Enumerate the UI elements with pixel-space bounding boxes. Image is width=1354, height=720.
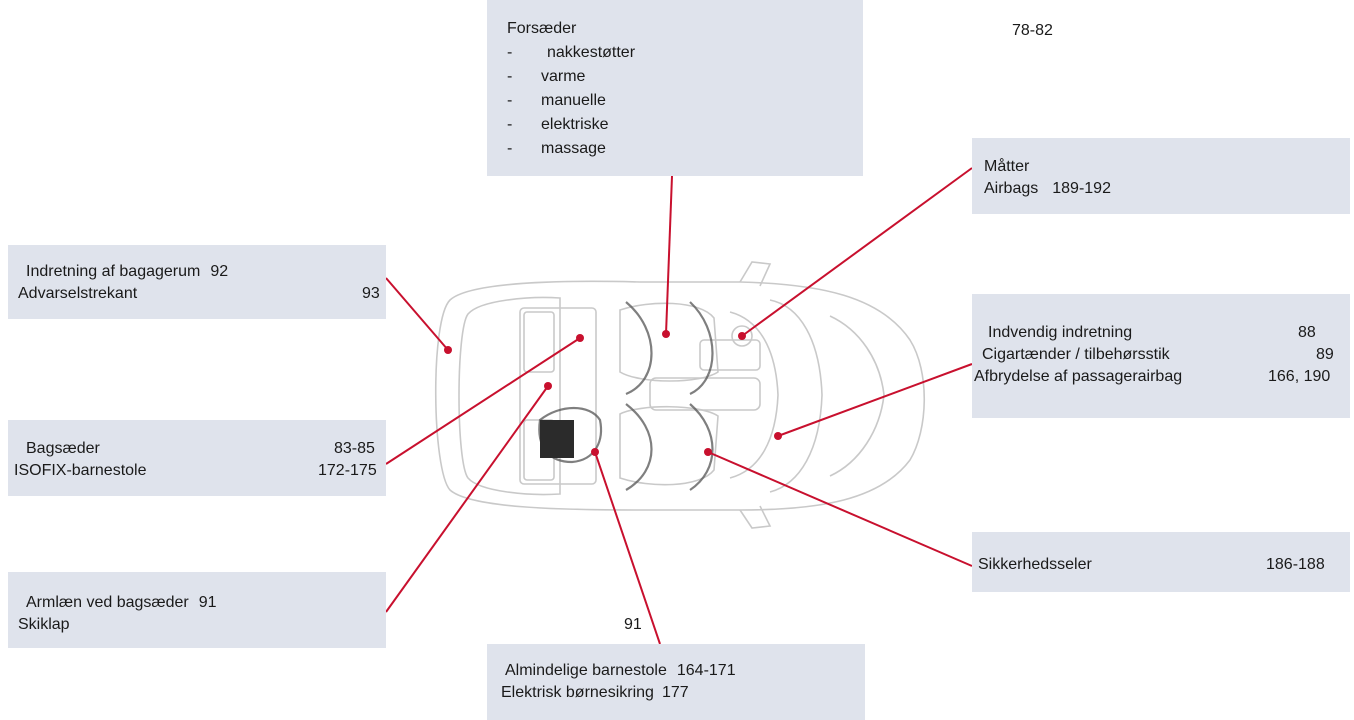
front-seats-item: -varme <box>507 68 586 85</box>
child-seats-page-above: 91 <box>624 616 642 633</box>
front-seats-item: -massage <box>507 140 606 157</box>
isofix-label: ISOFIX-barnestole <box>14 462 147 479</box>
front-seats-item: -manuelle <box>507 92 606 109</box>
leader-dots <box>444 330 782 456</box>
leader-seatbelts <box>707 451 973 567</box>
mats-label: Måtter <box>984 158 1030 175</box>
interior-row-2-page: 89 <box>1316 346 1334 363</box>
leader-rear-seats <box>385 337 581 465</box>
car-shading <box>538 301 714 491</box>
callout-seatbelts: Sikkerhedsseler 186-188 <box>972 532 1350 592</box>
child-seat-shape <box>540 420 574 458</box>
leader-armrest <box>385 385 549 613</box>
leader-interior <box>777 363 973 437</box>
boot-row-2-label: Advarselstrekant <box>18 285 138 302</box>
callout-interior: Indvendig indretning 88 Cigartænder / ti… <box>972 294 1350 418</box>
front-seats-page: 78-82 <box>1012 22 1053 39</box>
leader-boot <box>385 277 449 351</box>
ski-flap-label: Skiklap <box>18 616 70 633</box>
front-seats-item: -elektriske <box>507 116 609 133</box>
front-seats-title: Forsæder <box>507 20 577 37</box>
boot-row-2-page: 93 <box>362 285 380 302</box>
car-top-view <box>434 261 926 529</box>
leader-lines <box>385 167 973 645</box>
front-seats-item: -nakkestøtter <box>507 44 636 61</box>
callout-front-seats: Forsæder -nakkestøtter -varme -manuelle … <box>487 0 863 176</box>
rear-seats-label: Bagsæder <box>26 440 100 457</box>
leader-child-seats <box>594 451 661 645</box>
callout-rear-seats: Bagsæder 83-85 ISOFIX-barnestole 172-175 <box>8 420 386 496</box>
interior-row-2-label: Cigartænder / tilbehørsstik <box>982 346 1170 363</box>
seatbelts-page: 186-188 <box>1266 556 1325 573</box>
interior-row-1-page: 88 <box>1298 324 1316 341</box>
interior-row-1-label: Indvendig indretning <box>988 324 1133 341</box>
interior-row-3-page: 166, 190 <box>1268 368 1331 385</box>
isofix-page: 172-175 <box>318 462 377 479</box>
seatbelts-label: Sikkerhedsseler <box>978 556 1092 573</box>
leader-mats-airbags <box>741 167 973 337</box>
interior-row-3-label: Afbrydelse af passagerairbag <box>974 368 1183 385</box>
leader-front-seats <box>665 175 673 335</box>
rear-seats-page: 83-85 <box>334 440 375 457</box>
